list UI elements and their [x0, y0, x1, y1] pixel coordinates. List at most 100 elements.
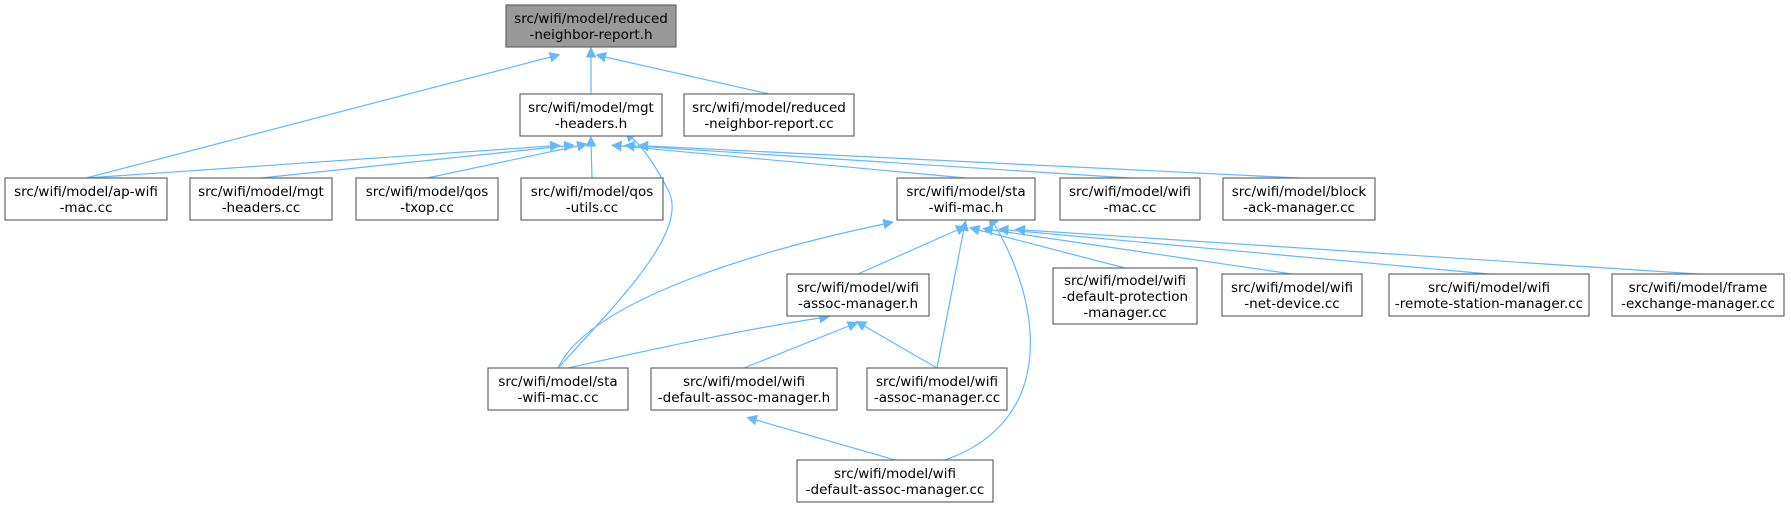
edge-block-ack-cc-to-mgt-h — [637, 140, 1300, 179]
edge-arrowhead — [982, 224, 994, 236]
edge-line — [557, 137, 673, 369]
node-label-line: src/wifi/model/qos — [366, 184, 489, 200]
node-label-line: src/wifi/model/wifi — [1069, 184, 1191, 200]
node-label-line: -ack-manager.cc — [1243, 200, 1355, 216]
node-box — [1052, 267, 1198, 325]
node-label-line: -default-assoc-manager.h — [658, 390, 830, 406]
node-box — [1611, 273, 1785, 317]
edge-def-assoc-h-to-assoc-h — [743, 321, 859, 369]
edge-qos-txop-cc-to-mgt-h — [426, 140, 588, 179]
node-block-ack-cc[interactable]: src/wifi/model/block-ack-manager.cc — [1222, 177, 1376, 221]
node-label-line: -mac.cc — [60, 200, 113, 216]
edge-arrowhead — [882, 218, 894, 230]
edge-remote-cc-to-sta-h — [997, 224, 1490, 275]
edge-arrowhead — [997, 224, 1009, 236]
edge-mgt-h-to-reduced-h — [585, 46, 597, 94]
node-label-line: -headers.h — [555, 116, 627, 132]
node-label-line: -assoc-manager.h — [798, 296, 918, 312]
edge-line — [85, 56, 551, 179]
edge-reduced-cc-to-reduced-h — [595, 51, 770, 95]
node-box — [786, 273, 930, 317]
node-label-line: src/wifi/model/sta — [498, 374, 617, 390]
node-sta-cc[interactable]: src/wifi/model/sta-wifi-mac.cc — [487, 367, 629, 411]
edge-line — [590, 145, 593, 179]
node-label-line: src/wifi/model/wifi — [876, 374, 998, 390]
node-box — [505, 4, 677, 48]
node-label-line: -neighbor-report.h — [529, 27, 652, 43]
node-frame-cc[interactable]: src/wifi/model/frame-exchange-manager.cc — [1611, 273, 1785, 317]
node-assoc-cc[interactable]: src/wifi/model/wifi-assoc-manager.cc — [866, 367, 1008, 411]
node-label-line: src/wifi/model/wifi — [1231, 280, 1353, 296]
node-label-line: src/wifi/model/block — [1232, 184, 1367, 200]
edge-arrowhead — [958, 220, 969, 232]
node-label-line: src/wifi/model/mgt — [198, 184, 324, 200]
node-label-line: src/wifi/model/wifi — [1428, 280, 1550, 296]
edge-line — [991, 229, 1293, 275]
edge-line — [1024, 229, 1699, 275]
node-reduced-cc[interactable]: src/wifi/model/reduced-neighbor-report.c… — [683, 93, 855, 137]
node-label-line: src/wifi/model/wifi — [797, 280, 919, 296]
node-label-line: -mac.cc — [1104, 200, 1157, 216]
edge-line — [605, 56, 770, 95]
node-label-line: src/wifi/model/reduced — [692, 100, 846, 116]
nodes-layer: src/wifi/model/reduced-neighbor-report.h… — [4, 4, 1785, 503]
node-label-line: src/wifi/model/mgt — [528, 100, 654, 116]
node-qos-txop-cc[interactable]: src/wifi/model/qos-txop.cc — [355, 177, 499, 221]
node-mgt-cc[interactable]: src/wifi/model/mgt-headers.cc — [189, 177, 333, 221]
edge-arrowhead — [576, 140, 588, 152]
node-box — [650, 367, 838, 411]
node-label-line: src/wifi/model/wifi — [1064, 273, 1186, 289]
node-reduced-h[interactable]: src/wifi/model/reduced-neighbor-report.h — [505, 4, 677, 48]
node-sta-h[interactable]: src/wifi/model/sta-wifi-mac.h — [896, 177, 1036, 221]
edge-def-prot-cc-to-sta-h — [968, 224, 1126, 269]
node-label-line: -wifi-mac.h — [929, 200, 1004, 216]
node-assoc-h[interactable]: src/wifi/model/wifi-assoc-manager.h — [786, 273, 930, 317]
edge-line — [634, 145, 1131, 179]
node-box — [355, 177, 499, 221]
node-box — [4, 177, 168, 221]
edge-sta-cc-to-sta-h — [557, 218, 894, 369]
edge-line — [936, 229, 965, 369]
node-label-line: src/wifi/model/reduced — [514, 11, 668, 27]
node-label-line: src/wifi/model/qos — [531, 184, 654, 200]
node-label-line: src/wifi/model/sta — [906, 184, 1025, 200]
edge-arrowhead — [549, 140, 561, 152]
edge-arrowhead — [968, 224, 981, 236]
edge-def-assoc-cc-to-def-assoc-h — [746, 415, 896, 461]
edge-arrowhead — [610, 140, 622, 152]
node-box — [189, 177, 333, 221]
node-mgt-h[interactable]: src/wifi/model/mgt-headers.h — [519, 93, 663, 137]
node-def-assoc-h[interactable]: src/wifi/model/wifi-default-assoc-manage… — [650, 367, 838, 411]
node-net-dev-cc[interactable]: src/wifi/model/wifi-net-device.cc — [1221, 273, 1363, 317]
edge-line — [260, 145, 565, 179]
node-ap-wifi-mac-cc[interactable]: src/wifi/model/ap-wifi-mac.cc — [4, 177, 168, 221]
node-label-line: -assoc-manager.cc — [874, 390, 1000, 406]
edge-wifi-mac-cc-to-mgt-h — [624, 140, 1131, 179]
node-remote-cc[interactable]: src/wifi/model/wifi-remote-station-manag… — [1388, 273, 1590, 317]
edge-arrowhead — [1014, 224, 1026, 236]
edge-ap-wifi-mac-cc-to-mgt-h — [85, 140, 561, 179]
node-label-line: -manager.cc — [1083, 305, 1166, 321]
node-label-line: -txop.cc — [400, 200, 454, 216]
edge-line — [426, 145, 579, 179]
edge-line — [1007, 229, 1490, 275]
node-label-line: -net-device.cc — [1244, 296, 1339, 312]
node-label-line: -default-assoc-manager.cc — [806, 482, 985, 498]
node-wifi-mac-cc[interactable]: src/wifi/model/wifi-mac.cc — [1059, 177, 1201, 221]
node-box — [487, 367, 629, 411]
node-label-line: -default-protection — [1062, 289, 1188, 305]
node-label-line: -headers.cc — [222, 200, 301, 216]
node-box — [1388, 273, 1590, 317]
node-box — [1222, 177, 1376, 221]
edge-arrowhead — [746, 415, 759, 426]
edge-sta-h-to-mgt-h — [610, 140, 967, 179]
node-def-prot-cc[interactable]: src/wifi/model/wifi-default-protection-m… — [1052, 267, 1198, 325]
edge-sta-cc-to-mgt-h — [557, 131, 673, 369]
edge-frame-cc-to-sta-h — [1014, 224, 1699, 275]
node-qos-utils-cc[interactable]: src/wifi/model/qos-utils.cc — [520, 177, 664, 221]
node-box — [896, 177, 1036, 221]
node-label-line: -wifi-mac.cc — [517, 390, 598, 406]
edges-layer — [85, 46, 1699, 461]
node-def-assoc-cc[interactable]: src/wifi/model/wifi-default-assoc-manage… — [796, 459, 994, 503]
edge-mgt-cc-to-mgt-h — [260, 140, 575, 179]
